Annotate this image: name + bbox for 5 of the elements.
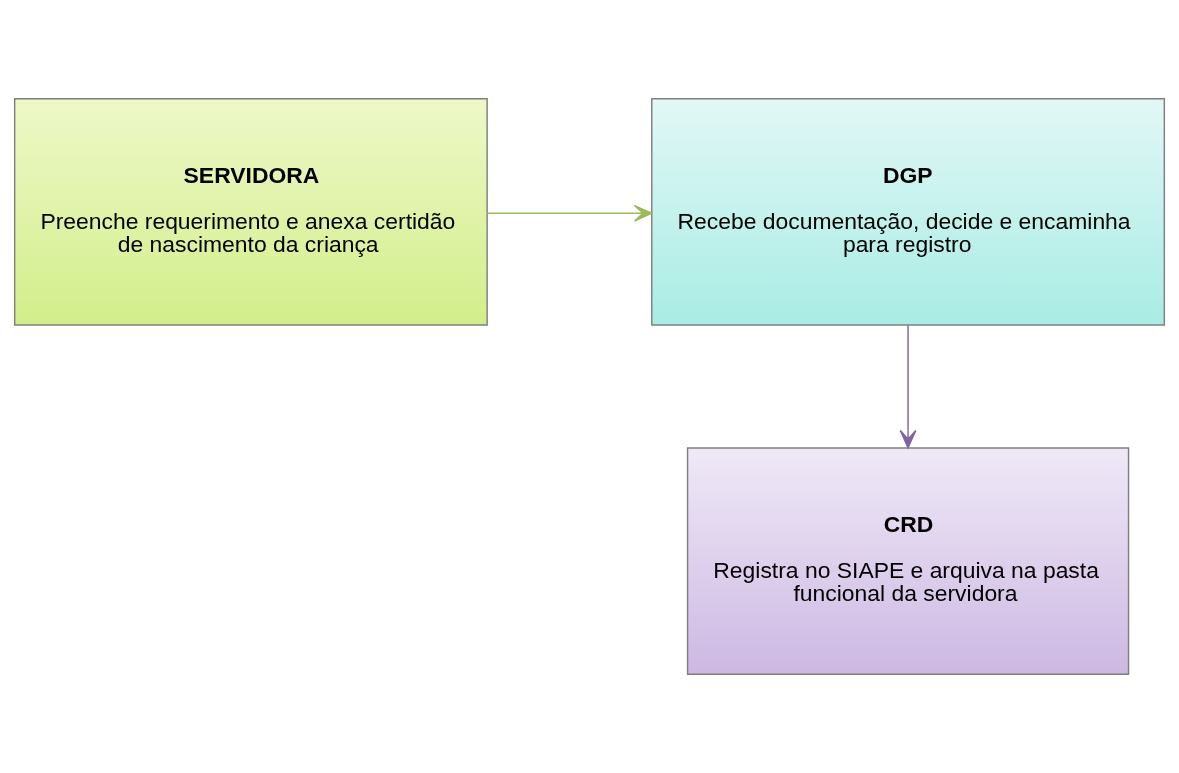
node-box: CRD Registra no SIAPE e arquiva na pasta funcional da servidora (686, 447, 1130, 675)
node-box: SERVIDORA Preenche requerimento e anexa certidão de nascimento da criança (13, 98, 488, 326)
node-box: DGP Recebe documentação, decide e encaminha para registro (651, 98, 1166, 326)
arrow (899, 324, 917, 449)
arrow (486, 204, 653, 222)
